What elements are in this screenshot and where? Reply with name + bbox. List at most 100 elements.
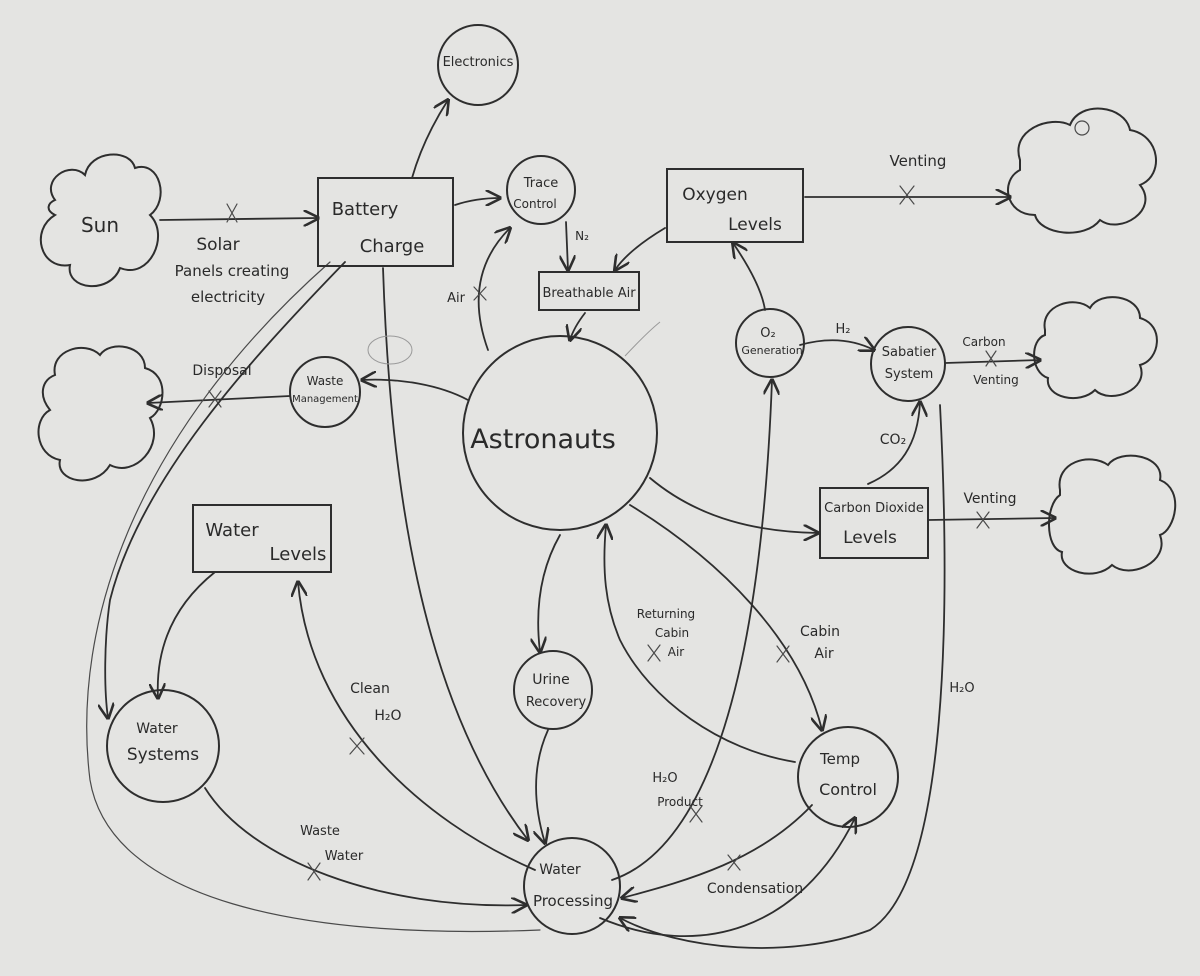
flow-astronauts-waste [362,380,469,401]
valve-carbon-venting [985,350,997,367]
flow-temp-astronauts [604,525,796,763]
oxygen-levels-label-1: Oxygen [682,185,748,205]
h2-label: H₂ [836,322,851,337]
waste-management-label-2: Management [292,394,358,405]
carbon-sink-cloud [1033,296,1158,399]
sabatier-system-label-1: Sabatier [882,345,937,360]
water-systems-node [106,689,220,803]
electronics-label: Electronics [443,55,514,70]
solar-label-1: Solar [196,235,239,255]
valve-venting-oxygen [899,185,915,205]
oxygen-sink-cloud [1007,107,1157,234]
valve-condensation [727,854,741,871]
co2-label: CO₂ [880,432,906,448]
carbon-dioxide-levels-box [819,487,929,559]
valve-h2o-product [689,805,703,823]
venting-co2-label: Venting [963,491,1016,507]
condensation-label: Condensation [707,881,803,897]
sabatier-system-label-2: System [885,367,933,382]
flow-urine-waterprocessing [536,729,548,843]
flow-battery-trace [454,198,500,205]
flow-oxygen-breathable [615,227,666,270]
water-levels-box [192,504,332,573]
temp-control-label-1: Temp [819,750,860,768]
returning-cabin-air-label-1: Returning [637,607,695,621]
breathable-air-box [538,271,640,311]
h2o-right-label: H₂O [949,681,974,696]
valve-venting-co2 [976,511,990,529]
h2o-product-label-2: Product [657,795,703,809]
valve-solar [226,203,238,223]
flow-astronauts-co2 [649,477,818,533]
water-processing-label-1: Water [539,862,581,878]
flow-waterprocessing-temp [599,818,855,937]
water-systems-label-1: Water [136,721,178,737]
flow-trace-breathable [566,221,568,270]
battery-charge-label-2: Charge [360,236,425,257]
electronics-node [437,24,519,106]
breathable-air-label: Breathable Air [542,286,636,301]
flow-watersystems-waterprocessing [204,787,526,905]
carbon-dioxide-levels-label-1: Carbon Dioxide [824,501,924,516]
trace-control-label-2: Control [513,197,556,211]
flow-sabatier-waterprocessing [620,404,946,949]
water-levels-label-1: Water [205,520,259,541]
disposal-sink-cloud [37,345,164,482]
flow-co2-sabatier [867,402,920,485]
valve-returning-cabin-air [647,644,661,662]
urine-recovery-label-2: Recovery [526,695,587,710]
venting-oxygen-label: Venting [890,152,947,170]
battery-charge-box [317,177,454,267]
flow-temp-waterprocessing [622,804,813,898]
solar-label-2: Panels creating [175,262,290,280]
waste-management-label-1: Waste [307,374,344,388]
valve-clean-h2o [349,737,365,755]
oxygen-sink-cloud-curl [1074,120,1090,136]
flow-battery-electronics [411,100,448,179]
carbon-dioxide-levels-label-2: Levels [843,528,897,548]
flow-o2gen-oxygen [733,243,766,311]
water-levels-label-2: Levels [270,544,327,565]
valve-cabin-air [776,645,790,663]
n2-label: N₂ [575,229,589,243]
h2o-product-label-1: H₂O [652,771,677,786]
trace-control-node [506,155,576,225]
battery-charge-label-1: Battery [332,199,399,220]
flow-o2gen-sabatier [799,340,874,350]
o2-generation-node [735,308,805,378]
sun-cloud [39,153,162,287]
flow-waste-disposal [148,396,291,403]
water-processing-node [523,837,621,935]
temp-control-node [797,726,899,828]
valve-air [473,286,487,301]
waste-management-node [289,356,361,428]
oxygen-levels-label-2: Levels [728,215,782,235]
urine-recovery-label-1: Urine [532,672,569,688]
returning-cabin-air-label-2: Cabin [655,626,689,640]
oxygen-levels-box [666,168,804,243]
waste-water-label-1: Waste [300,824,340,839]
carbon-venting-label-2: Venting [973,373,1019,387]
clean-h2o-label-1: Clean [350,681,390,697]
valve-disposal [208,390,222,408]
valve-waste-water [307,862,321,881]
waste-water-label-2: Water [325,849,364,864]
clean-h2o-label-2: H₂O [374,708,401,724]
water-processing-label-2: Processing [533,892,613,910]
urine-recovery-node [513,650,593,730]
astronauts-label: Astronauts [470,424,616,455]
flow-astronauts-urine [538,534,561,652]
sun-label: Sun [81,213,119,237]
flow-battery-watersystems [105,261,346,718]
faint-scribble [367,335,413,365]
sabatier-system-node [870,326,946,402]
solar-label-3: electricity [191,288,265,306]
cabin-air-label-1: Cabin [800,624,840,640]
cabin-air-label-2: Air [814,646,833,662]
trace-control-label-1: Trace [523,176,559,191]
astronauts-node [462,335,658,531]
carbon-venting-label-1: Carbon [962,335,1005,349]
temp-control-label-2: Control [819,780,877,799]
flow-waterprocessing-waterlevels [298,582,536,871]
